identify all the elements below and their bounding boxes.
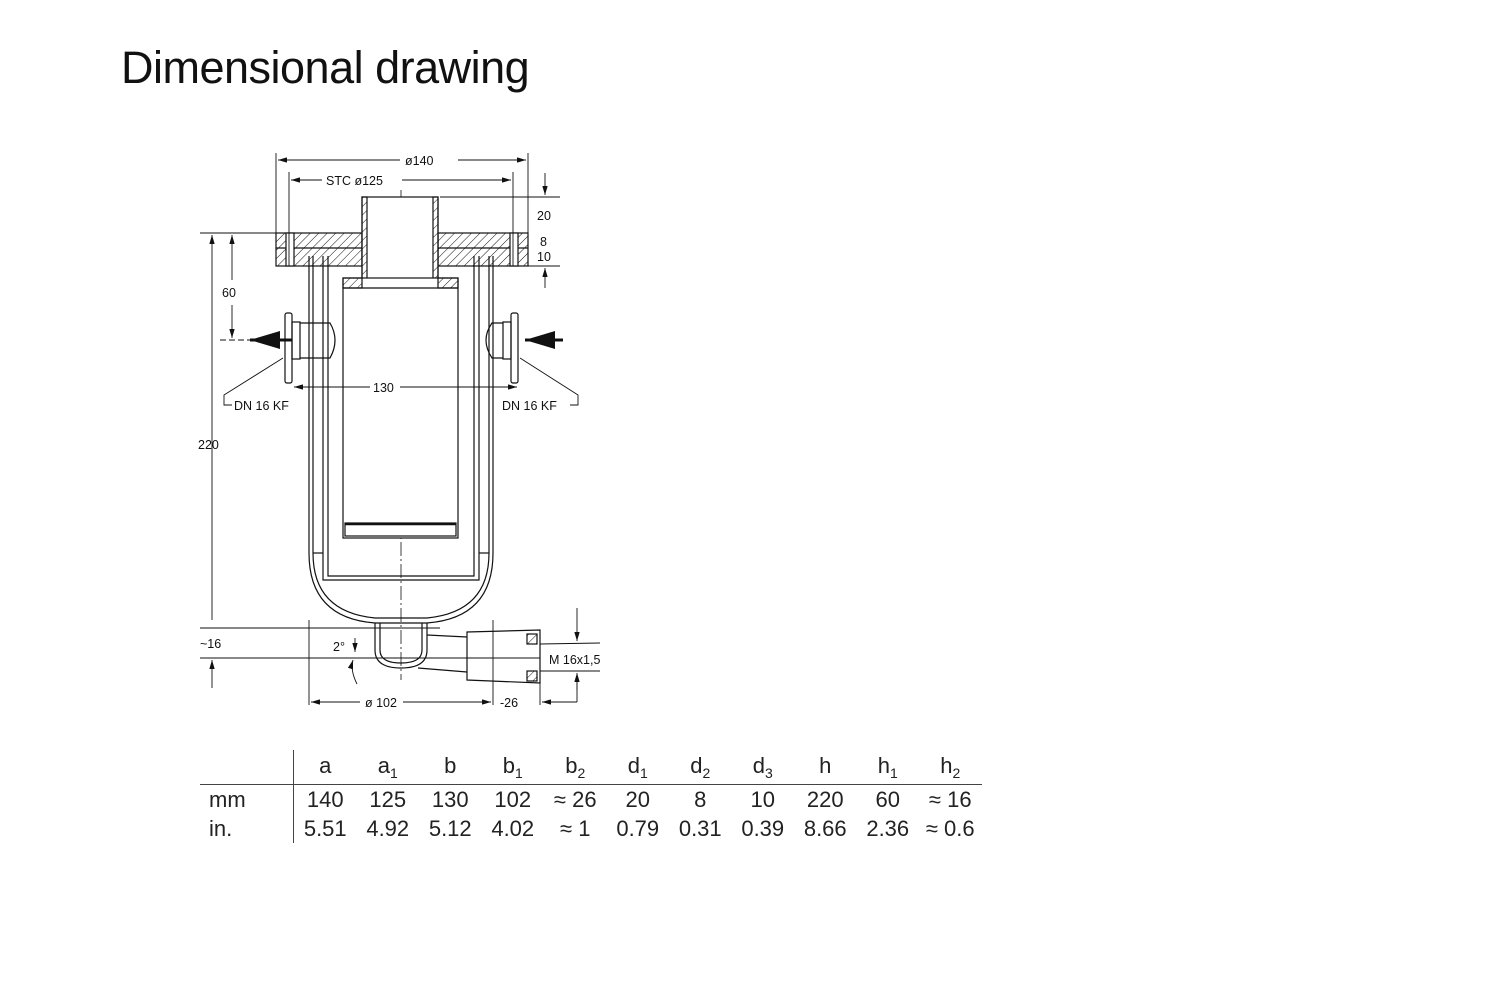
dim-60: 60 bbox=[222, 286, 236, 300]
dim-220: 220 bbox=[198, 438, 219, 452]
dim-stc-125: STC ø125 bbox=[326, 174, 383, 188]
label-thread: M 16x1,5 bbox=[549, 653, 600, 667]
col-header: b1 bbox=[481, 750, 544, 785]
label-dn16kf-right: DN 16 KF bbox=[502, 399, 557, 413]
dim-16: ~16 bbox=[200, 637, 221, 651]
table-cell: 10 bbox=[750, 786, 775, 812]
table-cell: 0.31 bbox=[678, 815, 722, 841]
col-header: h2 bbox=[919, 750, 982, 785]
table-cell: 4.02 bbox=[491, 815, 535, 841]
table-cell: ≈ 1 bbox=[560, 815, 591, 841]
right-port bbox=[485, 312, 519, 384]
table-cell: 5.12 bbox=[428, 815, 472, 841]
table-cell: 102 bbox=[494, 786, 532, 812]
left-port bbox=[284, 312, 336, 384]
dim-10: 10 bbox=[537, 250, 551, 264]
table-cell: 8 bbox=[694, 786, 707, 812]
row-unit: mm bbox=[200, 784, 294, 814]
table-cell: 20 bbox=[625, 786, 650, 812]
page-title: Dimensional drawing bbox=[121, 42, 530, 93]
dim-angle: 2° bbox=[333, 640, 345, 654]
dim-20: 20 bbox=[537, 209, 551, 223]
outer-shell bbox=[308, 256, 494, 624]
col-header: b2 bbox=[544, 750, 607, 785]
dimensions-table: a a1 b b1 b2 d1 d2 d3 h h1 h2 mm 140 125… bbox=[200, 750, 982, 843]
col-header: h1 bbox=[856, 750, 919, 785]
table-cell: 2.36 bbox=[866, 815, 910, 841]
table-cell: 220 bbox=[806, 786, 844, 812]
table-cell: 8.66 bbox=[803, 815, 847, 841]
col-header: a bbox=[293, 750, 357, 785]
table-header-row: a a1 b b1 b2 d1 d2 d3 h h1 h2 bbox=[200, 750, 982, 785]
table-cell: 140 bbox=[306, 786, 344, 812]
row-unit: in. bbox=[200, 814, 294, 843]
table-cell: 60 bbox=[875, 786, 900, 812]
drain bbox=[374, 623, 541, 684]
dim-130: 130 bbox=[373, 381, 394, 395]
col-header: d1 bbox=[606, 750, 669, 785]
dim-diameter-102: ø 102 bbox=[365, 696, 397, 710]
dim-diameter-140: ø140 bbox=[405, 154, 434, 168]
table-cell: 0.39 bbox=[741, 815, 785, 841]
table-cell: 130 bbox=[431, 786, 469, 812]
table-cell: 125 bbox=[369, 786, 407, 812]
col-header: d2 bbox=[669, 750, 732, 785]
dim-8: 8 bbox=[540, 235, 547, 249]
table-row-in: in. 5.51 4.92 5.12 4.02 ≈ 1 0.79 0.31 0.… bbox=[200, 814, 982, 843]
table-cell: 0.79 bbox=[616, 815, 660, 841]
col-header: b bbox=[419, 750, 482, 785]
col-header: d3 bbox=[731, 750, 794, 785]
dim-26: -26 bbox=[500, 696, 518, 710]
table-row-mm: mm 140 125 130 102 ≈ 26 20 8 10 220 60 ≈… bbox=[200, 784, 982, 814]
table-cell: ≈ 26 bbox=[553, 786, 597, 812]
table-cell: 5.51 bbox=[303, 815, 347, 841]
filter-element bbox=[342, 277, 459, 539]
col-header: h bbox=[794, 750, 857, 785]
table-cell: 4.92 bbox=[366, 815, 410, 841]
label-dn16kf-left: DN 16 KF bbox=[234, 399, 289, 413]
dimension-lines bbox=[200, 153, 601, 705]
top-nozzle bbox=[361, 196, 439, 281]
table-cell: ≈ 16 bbox=[928, 786, 972, 812]
col-header: a1 bbox=[356, 750, 419, 785]
table-cell: ≈ 0.6 bbox=[925, 815, 975, 841]
